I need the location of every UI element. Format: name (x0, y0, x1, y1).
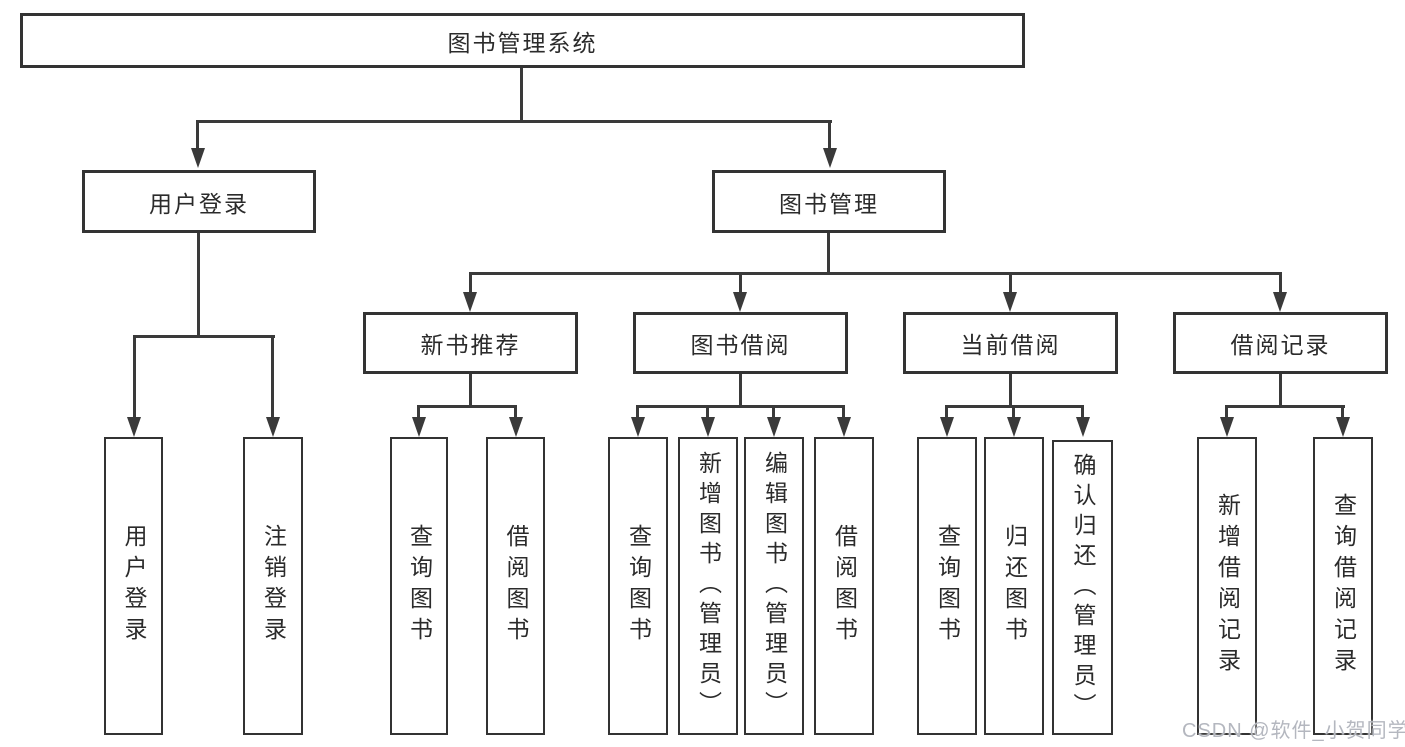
leaf-query-borrow-record: 查询借阅记录 (1313, 437, 1373, 735)
connector-user-login-stub (197, 233, 200, 335)
connector-group-bar (636, 405, 845, 408)
arrow-down-icon (1336, 417, 1350, 437)
leaf-add-borrow-record: 新增借阅记录 (1197, 437, 1257, 735)
connector-arrow-shaft (945, 405, 948, 419)
leaf-edit-books-admin: 编辑图书（管理员） (744, 437, 804, 735)
connector-group-bar (1225, 405, 1345, 408)
leaf-query-books-borrowing: 查询图书 (608, 437, 668, 735)
connector-arrow-shaft (1341, 405, 1344, 419)
arrow-down-icon (631, 417, 645, 437)
arrow-down-icon (767, 417, 781, 437)
connector-arrow-shaft (1012, 405, 1015, 419)
connector-group-stub (469, 374, 472, 408)
connector-arrow-user-login-shaft (196, 120, 199, 150)
arrow-down-icon (701, 417, 715, 437)
connector-arrow-shaft (842, 405, 845, 419)
connector-user-login-bar (133, 335, 275, 338)
arrow-down-icon (940, 417, 954, 437)
connector-level3-bar (469, 272, 1282, 275)
node-user-login: 用户登录 (82, 170, 316, 233)
watermark: CSDN @软件_小贺同学 (1182, 720, 1405, 742)
arrow-down-icon (733, 292, 747, 312)
leaf-return-books: 归还图书 (984, 437, 1044, 735)
arrow-down-icon (823, 148, 837, 168)
arrow-down-icon (191, 148, 205, 168)
connector-arrow-shaft (772, 405, 775, 419)
arrow-down-icon (509, 417, 523, 437)
connector-arrow-shaft (636, 405, 639, 419)
leaf-confirm-return-admin: 确认归还（管理员） (1052, 440, 1113, 735)
connector-arrow-shaft (417, 405, 420, 419)
leaf-query-books-current: 查询图书 (917, 437, 977, 735)
connector-book-management-stub (827, 233, 830, 275)
arrow-down-icon (1007, 417, 1021, 437)
arrow-down-icon (412, 417, 426, 437)
connector-group-stub (1009, 374, 1012, 408)
arrow-down-icon (837, 417, 851, 437)
arrow-down-icon (127, 417, 141, 437)
node-borrowing-records: 借阅记录 (1173, 312, 1388, 374)
leaf-add-books-admin: 新增图书（管理员） (678, 437, 738, 735)
leaf-borrow-books-recommend: 借阅图书 (486, 437, 545, 735)
connector-group-stub (739, 374, 742, 408)
connector-arrow-shaft (1279, 272, 1282, 294)
arrow-down-icon (266, 417, 280, 437)
connector-group-stub (1279, 374, 1282, 408)
node-library-management-system: 图书管理系统 (20, 13, 1025, 68)
node-current-borrowing: 当前借阅 (903, 312, 1118, 374)
leaf-query-books-recommend: 查询图书 (390, 437, 448, 735)
connector-arrow-shaft (469, 272, 472, 294)
connector-arrow-shaft (1081, 405, 1084, 419)
arrow-down-icon (1003, 292, 1017, 312)
leaf-user-login: 用户登录 (104, 437, 163, 735)
connector-group-bar (417, 405, 517, 408)
arrow-down-icon (1273, 292, 1287, 312)
leaf-logout: 注销登录 (243, 437, 303, 735)
arrow-down-icon (1220, 417, 1234, 437)
node-book-borrowing: 图书借阅 (633, 312, 848, 374)
connector-arrow-shaft (706, 405, 709, 419)
connector-level1-bar (196, 120, 832, 123)
connector-arrow-book-management-shaft (828, 120, 831, 150)
connector-root-stub (520, 68, 523, 123)
node-book-management: 图书管理 (712, 170, 946, 233)
leaf-borrow-books: 借阅图书 (814, 437, 874, 735)
connector-arrow-shaft (271, 335, 274, 417)
connector-arrow-shaft (739, 272, 742, 294)
arrow-down-icon (463, 292, 477, 312)
connector-arrow-shaft (1225, 405, 1228, 419)
connector-arrow-shaft (133, 335, 136, 417)
connector-arrow-shaft (514, 405, 517, 419)
node-new-book-recommendation: 新书推荐 (363, 312, 578, 374)
connector-arrow-shaft (1009, 272, 1012, 294)
arrow-down-icon (1076, 417, 1090, 437)
